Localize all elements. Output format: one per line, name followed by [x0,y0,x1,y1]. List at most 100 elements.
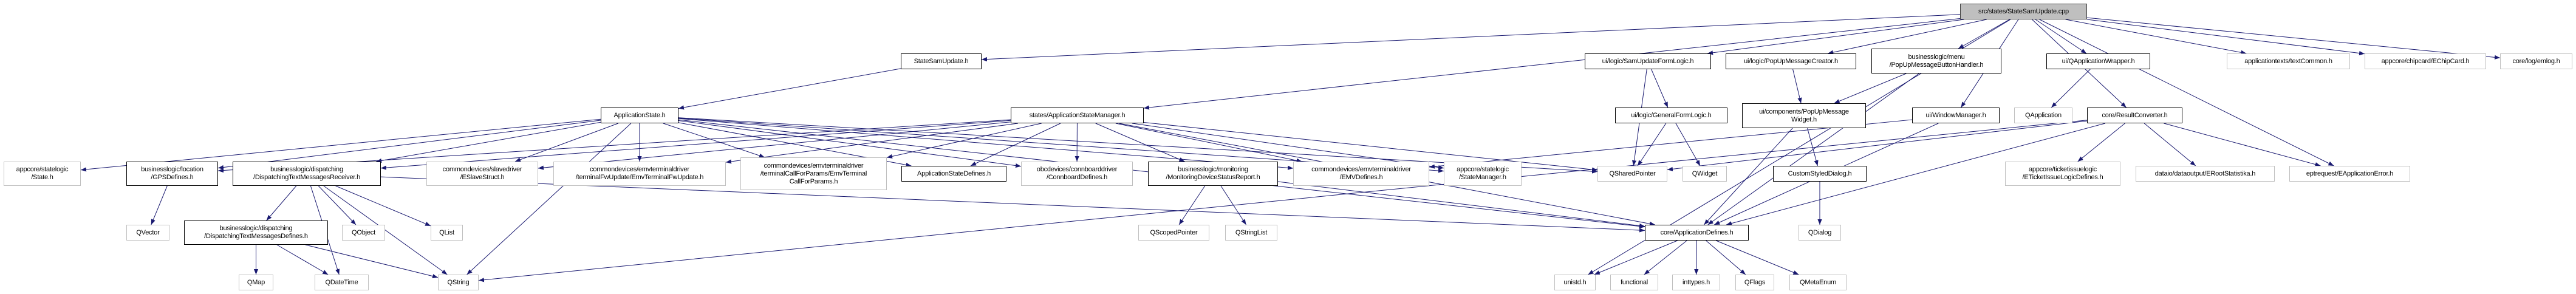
edge-resultConverter-to-qString [478,120,2088,282]
edge-popUpButtonHandler-to-appDefines [1707,73,1919,225]
graph-node-appDefines[interactable]: core/ApplicationDefines.h [1645,225,1749,241]
edge-applicationState-to-qString [466,123,632,275]
node-label: core/log/emlog.h [2512,57,2560,65]
node-label: ui/logic/GeneralFormLogic.h [1631,111,1712,119]
graph-node-stateManager: appcore/statelogic/StateManager.h [1444,162,1522,186]
graph-node-resultConverter[interactable]: core/ResultConverter.h [2087,108,2182,123]
edge-appDefines-to-inttypes [1694,240,1699,275]
node-label: /ETicketIssueLogicDefines.h [2022,174,2103,181]
graph-node-stateSamUpdateH[interactable]: StateSamUpdate.h [901,53,982,69]
graph-node-applicationState[interactable]: ApplicationState.h [601,108,678,123]
edge-root-to-popUpMessageCreator [1828,19,1987,55]
graph-node-monitoringReport[interactable]: businesslogic/monitoring/MonitoringDevic… [1148,162,1278,186]
graph-node-connboardDefines: obcdevices/connboarddriver/ConnboardDefi… [1021,162,1133,186]
node-label: /PopUpMessageButtonHandler.h [1889,61,1984,69]
node-label: QScopedPointer [1150,228,1198,236]
graph-node-qString: QString [438,275,479,290]
node-label: commondevices/emvterminaldriver [764,162,864,169]
edge-dispReceiver-to-qList [335,185,431,227]
edge-root-to-stateSamUpdateH [981,14,1961,62]
graph-node-qAppWrapper[interactable]: ui/QApplicationWrapper.h [2046,53,2150,69]
edge-stateSamUpdateH-to-applicationState [678,68,901,110]
node-label: businesslogic/monitoring [1178,166,1248,173]
graph-node-appStateManager[interactable]: states/ApplicationStateManager.h [1011,108,1144,123]
node-label: appcore/chipcard/EChipCard.h [2381,57,2470,65]
edge-generalFormLogic-to-qSharedPointer [1637,123,1667,166]
edge-popUpButtonHandler-to-popUpWidget [1834,73,1907,104]
graph-node-customStyledDialog[interactable]: CustomStyledDialog.h [1773,166,1867,182]
node-label: businesslogic/menu [1908,53,1965,61]
edge-generalFormLogic-to-qWidget [1675,123,1701,166]
node-label: ui/QApplicationWrapper.h [2062,57,2135,65]
node-label: QFlags [1744,278,1766,286]
graph-node-eChipCard: appcore/chipcard/EChipCard.h [2365,53,2486,69]
node-label: /GPSDefines.h [151,174,194,181]
graph-node-windowManager[interactable]: ui/WindowManager.h [1912,108,2000,123]
node-label: QMap [247,278,265,286]
graph-node-qMap: QMap [239,275,273,290]
edge-root-to-eAppError [2039,19,2334,166]
edge-appStateManager-to-qSharedPointer [1143,122,1598,172]
node-label: /State.h [31,174,53,181]
graph-node-qObject: QObject [342,225,385,241]
node-label: dataio/dataoutput/ERootStatistika.h [2154,169,2256,177]
graph-node-popUpButtonHandler[interactable]: businesslogic/menu/PopUpMessageButtonHan… [1871,49,2001,74]
graph-node-qDateTime: QDateTime [315,275,369,290]
node-label: commondevices/emvterminaldriver [590,166,689,173]
node-label: /MonitoringDeviceStatusReport.h [1166,174,1260,181]
graph-node-appStateDefines[interactable]: ApplicationStateDefines.h [901,166,1006,182]
graph-node-popUpMessageCreator[interactable]: ui/logic/PopUpMessageCreator.h [1726,53,1856,69]
graph-node-dispDefines[interactable]: businesslogic/dispatching/DispatchingTex… [184,220,328,245]
graph-node-qStringList: QStringList [1225,225,1277,241]
node-label: businesslogic/location [141,166,203,173]
graph-node-emvFwUpdate: commondevices/emvterminaldriver/terminal… [553,162,726,186]
edge-applicationState-to-connboardDefines [678,120,1022,168]
edge-appDefines-to-unistd [1594,240,1678,275]
node-label: QObject [352,228,375,236]
graph-node-emlog: core/log/emlog.h [2500,53,2572,69]
graph-node-qSharedPointer: QSharedPointer [1597,166,1667,182]
node-label: states/ApplicationStateManager.h [1029,111,1126,119]
node-label: Widget.h [1791,115,1817,123]
edge-appDefines-to-functional [1644,240,1687,275]
edge-dispReceiver-to-dispDefines [266,185,297,221]
edge-appStateManager-to-stateManager [1132,123,1444,170]
node-label: StateSamUpdate.h [914,57,969,65]
node-label: obcdevices/connboarddriver [1036,166,1118,173]
edge-root-to-samUpdateFormLogic [1707,19,1964,55]
edge-dispReceiver-to-qString [323,185,448,275]
edge-root-to-appStateManager [1143,18,1961,110]
edge-popUpMessageCreator-to-popUpWidget [1792,69,1802,104]
graph-node-generalFormLogic[interactable]: ui/logic/GeneralFormLogic.h [1615,108,1727,123]
node-label: ApplicationState.h [613,111,666,119]
edge-popUpWidget-to-customStyledDialog [1807,128,1819,166]
graph-node-emvCallForParams: commondevices/emvterminaldriver/terminal… [740,157,887,190]
edge-samUpdateFormLogic-to-generalFormLogic [1651,69,1669,108]
edge-appStateManager-to-appStateDefines [970,123,1061,166]
edge-resultConverter-to-eAppError [2164,123,2321,167]
node-label: QApplication [2025,111,2062,119]
node-label: ui/WindowManager.h [1925,111,1986,119]
edge-root-to-qAppWrapper [2035,19,2087,54]
edge-appStateManager-to-emvDefines [1115,123,1302,163]
edge-applicationState-to-emvCallForParams [663,123,765,158]
edge-applicationState-to-emvDefines [678,118,1294,170]
graph-node-qScopedPointer: QScopedPointer [1138,225,1209,241]
graph-node-gpsDefines[interactable]: businesslogic/location/GPSDefines.h [126,162,218,186]
node-label: inttypes.h [1682,278,1710,286]
graph-node-eRootStatistika: dataio/dataoutput/ERootStatistika.h [2136,166,2275,182]
graph-node-functional: functional [1610,275,1658,290]
node-label: QMetaEnum [1800,278,1836,286]
graph-node-emvDefines: commondevices/emvterminaldriver/EMVDefin… [1293,162,1429,186]
graph-node-dispReceiver[interactable]: businesslogic/dispatching/DispatchingTex… [233,162,381,186]
graph-node-qVector: QVector [126,225,169,241]
node-label: QSharedPointer [1609,169,1656,177]
node-label: unistd.h [1563,278,1587,286]
edge-applicationState-to-gpsDefines [217,120,601,170]
node-label: QDialog [1808,228,1832,236]
graph-node-samUpdateFormLogic[interactable]: ui/logic/SamUpdateFormLogic.h [1585,53,1711,69]
graph-node-unistd: unistd.h [1554,275,1596,290]
edge-dispDefines-to-qDateTime [276,244,329,275]
